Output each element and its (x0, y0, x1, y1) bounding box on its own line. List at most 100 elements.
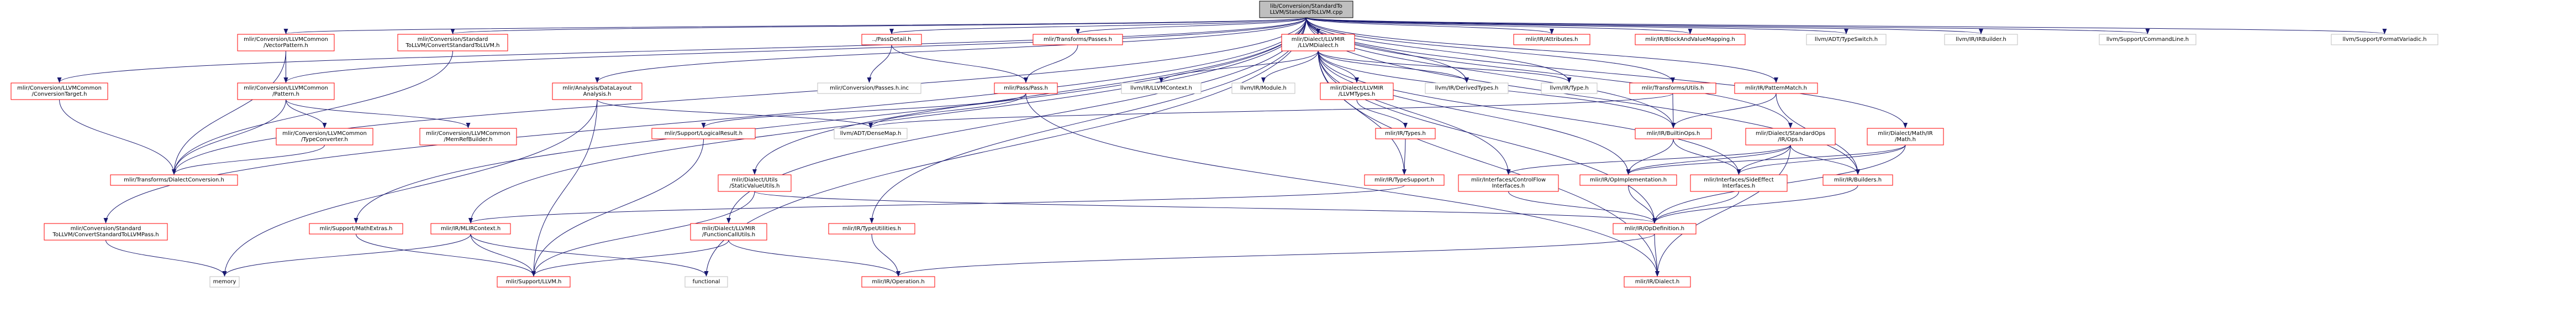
node-box (397, 34, 508, 51)
edge-standardops-to-controlflowinterfaces (1506, 144, 1791, 175)
node-box (1690, 174, 1788, 192)
node-box (718, 174, 792, 192)
node-blockandvalue[interactable]: mlir/IR/BlockAndValueMapping.h (1635, 34, 1746, 45)
node-formatvariadic: llvm/Support/FormatVariadic.h (2331, 34, 2438, 45)
node-label: /MemRefBuilder.h (444, 137, 492, 143)
edge-root-to-irbuilder (1306, 17, 1983, 34)
node-typesupport[interactable]: mlir/IR/TypeSupport.h (1364, 174, 1445, 186)
node-box (1635, 128, 1712, 139)
node-typeconverter[interactable]: mlir/Conversion/LLVMCommon/TypeConverter… (276, 128, 373, 145)
node-typeutilities[interactable]: mlir/IR/TypeUtilities.h (828, 223, 915, 235)
edge-patternmatch-to-builtinops (1671, 93, 1777, 128)
node-box (552, 82, 642, 100)
node-mlircontext[interactable]: mlir/IR/MLIRContext.h (430, 223, 511, 235)
node-box (237, 34, 335, 51)
node-llvmdialect[interactable]: mlir/Dialect/LLVMIR/LLVMDialect.h (1281, 34, 1355, 51)
node-irattributes[interactable]: mlir/IR/Attributes.h (1513, 34, 1590, 45)
edge-root-to-datalayout (595, 17, 1307, 83)
node-mathextras[interactable]: mlir/Support/MathExtras.h (309, 223, 403, 235)
node-staticvalueutils[interactable]: mlir/Dialect/Utils/StaticValueUtils.h (718, 174, 792, 192)
node-label: mlir/Pass/Pass.h (1004, 85, 1048, 91)
node-label: llvm/IR/Type.h (1550, 85, 1588, 91)
edge-root-to-functional (704, 17, 1307, 277)
node-box (1822, 174, 1893, 186)
edge-mlircontext-to-supportllvm (470, 233, 536, 277)
edge-functioncallutils-to-supportllvm (531, 240, 729, 277)
edge-root-to-stdtollvm (451, 17, 1307, 34)
edge-root-to-conversiontarget (57, 17, 1307, 83)
edge-standardops-to-irdialect (1655, 144, 1791, 277)
node-box (1375, 128, 1436, 139)
node-root[interactable]: lib/Conversion/StandardToLLVM/StandardTo… (1259, 1, 1353, 18)
edge-mathir-to-opimplementation (1626, 144, 1906, 175)
node-box (1541, 82, 1598, 94)
node-label: mlir/Support/LLVM.h (506, 279, 562, 285)
edge-mlircontext-to-memory (222, 233, 471, 277)
node-stdtollvm[interactable]: mlir/Conversion/StandardToLLVM/ConvertSt… (397, 34, 508, 51)
node-opdefinition[interactable]: mlir/IR/OpDefinition.h (1613, 223, 1697, 235)
node-box (1281, 34, 1355, 51)
node-vectorpattern[interactable]: mlir/Conversion/LLVMCommon/VectorPattern… (237, 34, 335, 51)
node-box (1624, 276, 1691, 288)
node-functioncallutils[interactable]: mlir/Dialect/LLVMIR/FunctionCallUtils.h (690, 223, 767, 241)
node-llvmtypes[interactable]: mlir/Dialect/LLVMIR/LLVMTypes.h (1320, 82, 1394, 100)
node-box (1364, 174, 1445, 186)
node-box (430, 223, 511, 235)
node-llvmmodule: llvm/IR/Module.h (1231, 82, 1295, 94)
edge-root-to-llvmirtype (1306, 17, 1572, 83)
edge-root-to-formatvariadic (1306, 17, 2387, 34)
node-label: Analysis.h (583, 91, 612, 97)
node-label: lib/Conversion/StandardTo (1270, 3, 1342, 9)
node-label: mlir/Transforms/Passes.h (1044, 37, 1112, 43)
edge-transformspasses-to-passpass (1024, 44, 1078, 83)
node-irbuilders[interactable]: mlir/IR/Builders.h (1822, 174, 1893, 186)
node-label: functional (693, 279, 720, 285)
edge-llvmcommonpattern-to-memrefbuilder (286, 99, 471, 128)
node-transformspasses[interactable]: mlir/Transforms/Passes.h (1032, 34, 1123, 45)
node-transformsutils[interactable]: mlir/Transforms/Utils.h (1629, 82, 1716, 94)
edge-passpass-to-irdialect (1025, 93, 1660, 277)
edge-llvmdialect-to-controlflowinterfaces (1318, 50, 1511, 175)
edge-root-to-irattributes (1306, 17, 1554, 34)
node-logicalresult[interactable]: mlir/Support/LogicalResult.h (651, 128, 756, 139)
node-box (2331, 34, 2438, 45)
node-box (1425, 82, 1509, 94)
node-box (1513, 34, 1590, 45)
node-patternmatch[interactable]: mlir/IR/PatternMatch.h (1734, 82, 1818, 94)
node-supportllvm[interactable]: mlir/Support/LLVM.h (497, 276, 571, 288)
node-conversiontarget[interactable]: mlir/Conversion/LLVMCommon/ConversionTar… (10, 82, 108, 100)
node-builtinops[interactable]: mlir/IR/BuiltinOps.h (1635, 128, 1712, 139)
node-irtypes[interactable]: mlir/IR/Types.h (1375, 128, 1436, 139)
node-iroperation[interactable]: mlir/IR/Operation.h (861, 276, 935, 288)
node-label: /ConversionTarget.h (32, 91, 87, 97)
edge-opdefinition-to-iroperation (896, 233, 1655, 277)
node-standardops[interactable]: mlir/Dialect/StandardOps/IR/Ops.h (1745, 128, 1836, 145)
node-typeswitch: llvm/ADT/TypeSwitch.h (1806, 34, 1887, 45)
node-passpass[interactable]: mlir/Pass/Pass.h (994, 82, 1058, 94)
node-label: mlir/Conversion/LLVMCommon (244, 37, 328, 43)
node-stdtollvmpass[interactable]: mlir/Conversion/StandardToLLVM/ConvertSt… (44, 223, 168, 241)
edge-datalayout-to-densemap (597, 99, 873, 128)
edge-datalayout-to-supportllvm (531, 99, 598, 277)
node-box (1579, 174, 1677, 186)
node-box (110, 174, 238, 186)
node-memrefbuilder[interactable]: mlir/Conversion/LLVMCommon/MemRefBuilder… (419, 128, 517, 145)
node-mathir[interactable]: mlir/Dialect/Math/IR/Math.h (1867, 128, 1944, 145)
node-irdialect[interactable]: mlir/IR/Dialect.h (1624, 276, 1691, 288)
node-label: mlir/IR/Types.h (1385, 131, 1426, 137)
node-passdetail[interactable]: ../PassDetail.h (861, 34, 922, 45)
node-dialectconversion[interactable]: mlir/Transforms/DialectConversion.h (110, 174, 238, 186)
node-opimplementation[interactable]: mlir/IR/OpImplementation.h (1579, 174, 1677, 186)
node-label: mlir/Support/LogicalResult.h (665, 131, 742, 137)
node-label: mlir/IR/Attributes.h (1526, 37, 1578, 43)
node-label: mlir/Conversion/LLVMCommon (282, 131, 367, 137)
node-box (994, 82, 1058, 94)
edge-passdetail-to-passpass (891, 44, 1028, 83)
node-derivedtypes: llvm/IR/DerivedTypes.h (1425, 82, 1509, 94)
node-label: mlir/Dialect/StandardOps (1756, 131, 1825, 137)
node-llvmcommonpattern[interactable]: mlir/Conversion/LLVMCommon/Pattern.h (237, 82, 335, 100)
node-box (276, 128, 373, 145)
